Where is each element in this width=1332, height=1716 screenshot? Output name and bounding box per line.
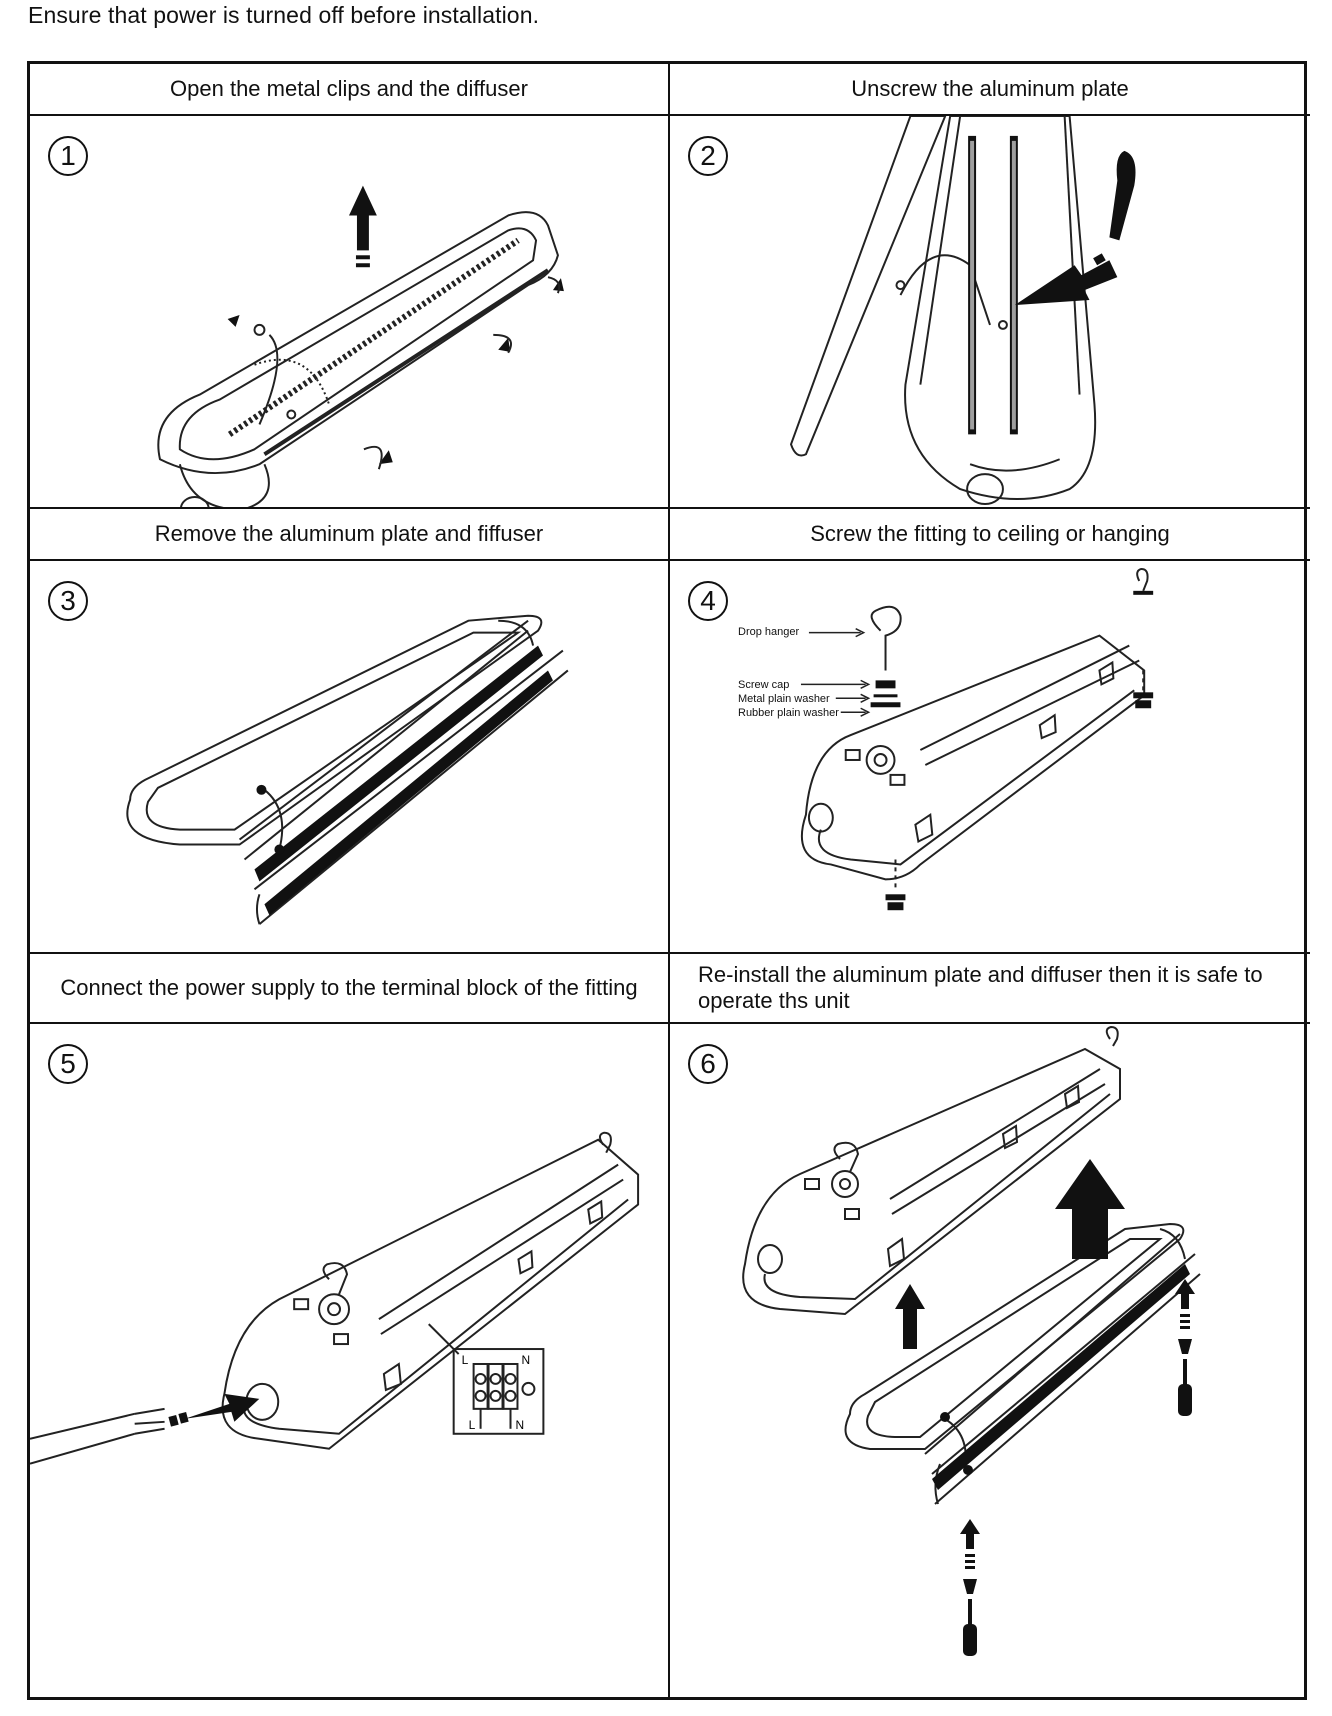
terminal-n-bottom-label: N (515, 1418, 524, 1432)
terminal-l-top-label: L (462, 1353, 469, 1367)
step-6-title: Re-install the aluminum plate and diffus… (670, 954, 1310, 1024)
fitting-open-clips-drawing (157, 185, 564, 507)
step-4-title: Screw the fitting to ceiling or hanging (670, 509, 1310, 561)
step-3-illustration: 3 (30, 561, 670, 954)
fitting-mounting-drawing (800, 567, 1154, 911)
step-1-title: Open the metal clips and the diffuser (30, 64, 670, 116)
step-1-illustration: 1 (30, 116, 670, 509)
fitting-wiring-drawing: L N L N (30, 1131, 640, 1465)
step-2-illustration: 2 (670, 116, 1310, 509)
fitting-reinstall-drawing (742, 1025, 1201, 1656)
terminal-n-top-label: N (521, 1353, 530, 1367)
metal-washer-label: Metal plain washer (738, 693, 830, 705)
step-4-illustration: 4 Drop hanger Screw cap Metal plain wash… (670, 561, 1310, 954)
step-3-number: 3 (48, 581, 88, 621)
step-6-number: 6 (688, 1044, 728, 1084)
rubber-washer-label: Rubber plain washer (738, 707, 839, 719)
step-5-title: Connect the power supply to the terminal… (30, 954, 670, 1024)
step-2-title: Unscrew the aluminum plate (670, 64, 1310, 116)
drop-hanger-label: Drop hanger (738, 626, 800, 638)
step-2-number: 2 (688, 136, 728, 176)
terminal-l-bottom-label: L (469, 1418, 476, 1432)
fitting-unscrew-plate-drawing (789, 116, 1136, 506)
step-1-number: 1 (48, 136, 88, 176)
step-3-title: Remove the aluminum plate and fiffuser (30, 509, 670, 561)
instruction-grid: Open the metal clips and the diffuser Un… (27, 61, 1310, 1700)
step-4-number: 4 (688, 581, 728, 621)
step-5-illustration: L N L N 5 (30, 1024, 670, 1699)
intro-warning: Ensure that power is turned off before i… (28, 2, 540, 28)
step-5-number: 5 (48, 1044, 88, 1084)
fitting-remove-plate-drawing (126, 614, 569, 925)
step-6-illustration: 6 (670, 1024, 1310, 1699)
screw-cap-label: Screw cap (738, 679, 790, 691)
